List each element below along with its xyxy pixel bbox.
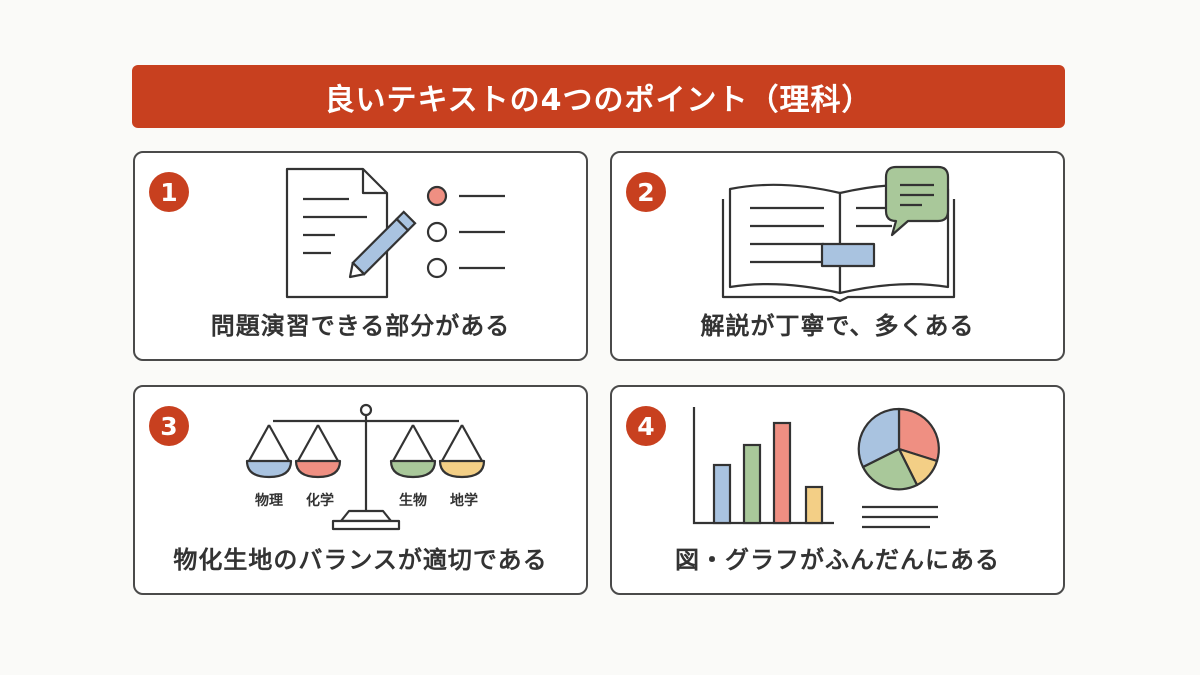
- title-banner: 良いテキストの4つのポイント（理科）: [132, 65, 1065, 128]
- exercise-illustration: [285, 167, 505, 299]
- explanation-illustration: [721, 165, 956, 303]
- card-label: 図・グラフがふんだんにある: [675, 546, 1000, 574]
- number-badge: 3: [149, 406, 189, 446]
- bar: [772, 421, 792, 525]
- bar: [712, 463, 732, 525]
- number-badge: 1: [149, 172, 189, 212]
- bar: [804, 485, 824, 525]
- point-card-2: 2 解説が丁寧で、多くある: [610, 151, 1065, 361]
- point-card-1: 1 問題演習できる部分がある: [133, 151, 588, 361]
- open-book-icon: [721, 183, 956, 303]
- speech-bubble-icon: [884, 165, 950, 237]
- number-badge: 2: [626, 172, 666, 212]
- page-title: 良いテキストの4つのポイント（理科）: [324, 82, 873, 118]
- card-label: 物化生地のバランスが適切である: [173, 546, 548, 574]
- point-card-4: 4 図・グラフがふんだんにある: [610, 385, 1065, 595]
- graphs-illustration: [692, 407, 940, 529]
- balance-illustration: 物理 化学 生物 地学: [245, 403, 486, 531]
- card-label: 問題演習できる部分がある: [210, 312, 511, 340]
- highlight-box: [820, 242, 876, 268]
- card-label: 解説が丁寧で、多くある: [700, 312, 975, 340]
- pie-chart-icon: [857, 407, 940, 491]
- choice-list-icon: [426, 185, 505, 279]
- scale-label-biology: 生物: [399, 492, 427, 509]
- balance-scale-icon: [245, 403, 486, 531]
- bar-chart-icon: [692, 407, 834, 525]
- document-icon: [285, 167, 389, 299]
- scale-label-earth-science: 地学: [450, 492, 478, 509]
- number-badge: 4: [626, 406, 666, 446]
- point-card-3: 3 物理 化学 生物 地学 物化生地のバランスが適切である: [133, 385, 588, 595]
- scale-label-chemistry: 化学: [306, 492, 334, 509]
- bar: [742, 443, 762, 525]
- scale-label-physics: 物理: [255, 492, 283, 509]
- caption-lines: [862, 505, 938, 529]
- pencil-icon: [348, 210, 417, 279]
